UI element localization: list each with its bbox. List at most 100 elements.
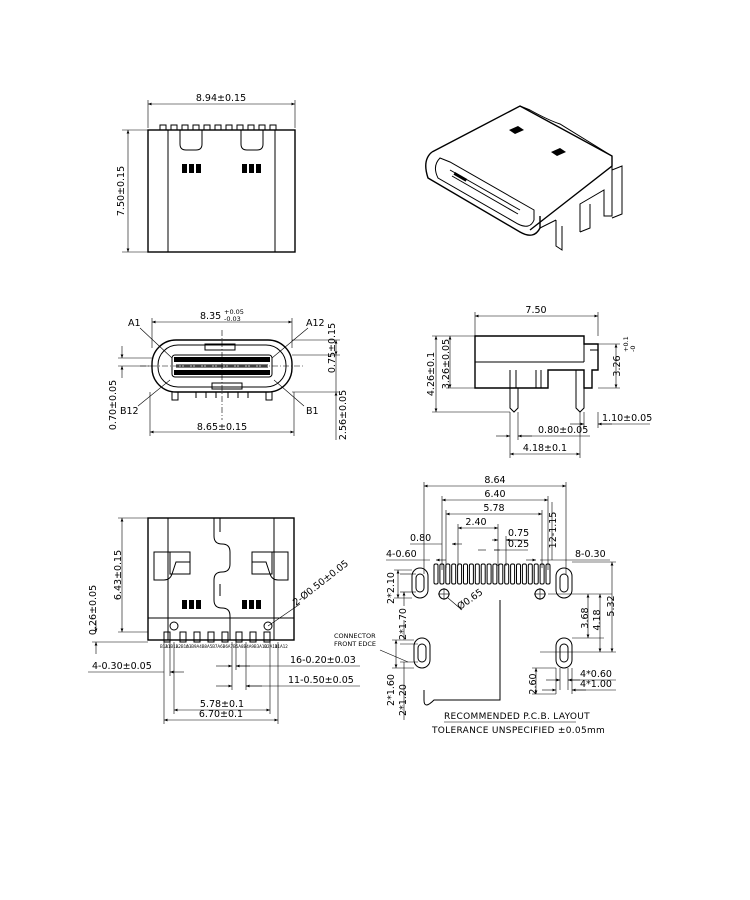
pin-label: B1 [275,644,281,649]
pcb-4-100: 4*1.00 [580,679,612,690]
pcb-w864: 8.64 [484,475,505,486]
isometric-view [425,105,623,251]
dim-578: 5.78±0.1 [200,699,244,710]
pcb-2-160: 2*1.60 [386,674,397,706]
side-height-total: 4.26±0.1 [426,352,437,396]
pin-label: B9 [191,644,197,649]
connector-label: CONNECTOR [334,632,376,640]
pcb-pad [510,563,516,585]
pcb-12-115: 12-1.15 [548,512,559,549]
side-height-right-plus: +0.1 [622,336,630,352]
dim-pitch11: 11-0.50±0.05 [288,675,354,686]
pcb-pad [463,563,468,585]
pcb-pad [521,563,527,585]
pin-label: A12 [280,644,288,649]
pcb-pad [492,563,498,585]
label-a1: A1 [128,318,141,329]
pin-label: B2 [264,644,270,649]
pin-label: A2 [176,644,182,649]
pcb-pad [545,563,551,585]
pin-label: A7 [228,644,234,649]
front-top-width-dim: 8.35 [200,311,221,322]
pcb-pad [486,563,492,585]
pcb-pad [445,563,451,585]
pcb-418: 4.18 [592,609,603,630]
pcb-w640: 6.40 [484,489,505,500]
dim-pad4: 4-0.30±0.05 [92,661,152,672]
front-view: 8.35 +0.05 -0.03 A1 A12 B12 B1 [108,308,349,440]
dim-670: 6.70±0.1 [199,709,243,720]
pcb-slots-4-060: 4-0.60 [386,549,417,560]
pcb-w240: 2.40 [465,517,486,528]
pin-label: A4 [197,644,203,649]
pcb-layout: 8.64 6.40 5.78 2.40 0.75 0.25 0.80 4-0.6… [334,475,617,736]
pcb-2-170: 2*1.70 [398,608,409,640]
pin-strip [163,631,271,643]
pin-label: B10 [181,644,189,649]
pcb-pad [504,563,510,585]
front-bottom-width-dim: 8.65±0.15 [197,422,247,433]
front-top-width-plus: +0.05 [224,308,244,316]
pin-label: A3 [186,644,192,649]
pcb-tolerance: TOLERANCE UNSPECIFIED ±0.05mm [431,726,605,736]
pin-label: B6 [223,644,229,649]
dim-pitch16: 16-0.20±0.03 [290,655,356,666]
pcb-368: 3.68 [580,607,591,628]
top-view: 8.94±0.15 7.50±0.15 [116,93,296,253]
pcb-w025: 0.25 [508,539,529,550]
top-height-dim: 7.50±0.15 [116,166,127,216]
label-b1: B1 [306,406,319,417]
side-height-right: 3.26 [612,355,623,376]
side-length-dim: 7.50 [525,305,546,316]
dim-418: 4.18±0.1 [523,443,567,454]
pin-label: B8 [202,644,208,649]
top-pins [159,124,277,131]
pcb-pad [480,563,486,585]
pcb-pad [457,563,463,585]
pin-label: B4 [244,644,250,649]
dim-075: 0.75±0.15 [327,323,338,373]
pcb-pad [539,563,545,585]
pin-label: A9 [249,644,255,649]
pcb-pad [498,563,504,585]
dim-643: 6.43±0.15 [113,550,124,600]
label-a12: A12 [306,318,325,329]
pcb-532: 5.32 [606,595,617,616]
pcb-title: RECOMMENDED P.C.B. LAYOUT [444,712,590,722]
pcb-pad [474,563,480,585]
pcb-pad [468,563,474,585]
front-top-width-minus: -0.03 [224,315,241,323]
pcb-4-060: 4*0.60 [580,669,612,680]
pcb-2-210: 2*2.10 [386,572,397,604]
pcb-pad [439,563,445,585]
pcb-pad [533,563,539,585]
pin-label: B3 [254,644,260,649]
hole-callout: 2-Ø0.50±0.05 [291,558,351,608]
dim-110: 1.10±0.05 [602,413,652,424]
pin-label: A11 [270,644,278,649]
dim-070: 0.70±0.05 [108,380,119,430]
side-view: 7.50 4.26±0.1 3.26±0.05 3.26 +0.1 -0 1.1… [426,305,652,458]
front-edge-label: FRONT EDCE [334,640,376,648]
pcb-hole: Ø0.65 [455,587,485,612]
pin-label: A5 [207,644,213,649]
pcb-260: 2.60 [528,673,539,694]
pcb-pad [527,563,533,585]
top-width-dim: 8.94±0.15 [196,93,246,104]
pcb-2-120: 2*1.20 [398,684,409,716]
pin-label: A6 [217,644,223,649]
pcb-pad [516,563,521,585]
dim-080: 0.80±0.05 [538,425,588,436]
pcb-pad [433,563,439,585]
pin-label: B11 [170,644,178,649]
pcb-w080: 0.80 [410,533,431,544]
pin-label: A1 [165,644,171,649]
label-b12: B12 [120,406,139,417]
pcb-w075: 0.75 [508,528,529,539]
pcb-pads-8-030: 8-0.30 [575,549,606,560]
pin-label: A8 [238,644,244,649]
pcb-pad [451,563,457,585]
